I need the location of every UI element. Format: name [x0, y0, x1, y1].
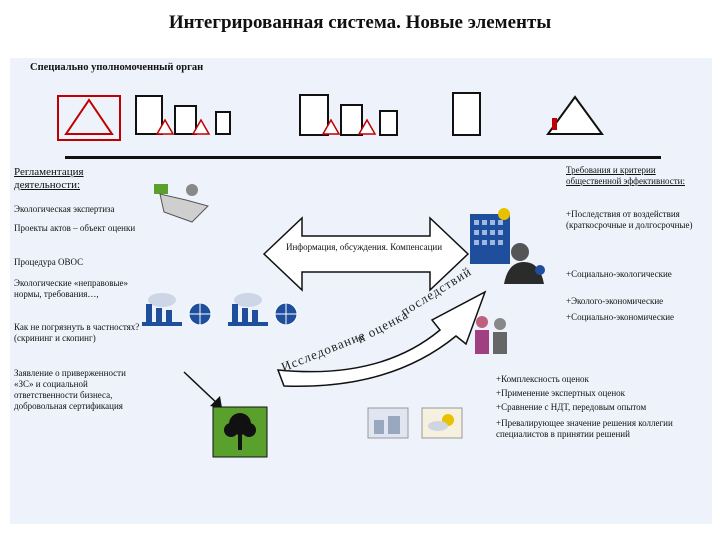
left-item: Заявление о приверженности «ЗС» и социал… [14, 368, 126, 411]
people-icon [475, 316, 507, 354]
right-item: +Социально-экономические [566, 312, 675, 322]
right-item: +Эколого-экономические [566, 296, 664, 306]
figure-icon [552, 118, 557, 130]
doc-box [174, 105, 197, 135]
red-triangle-icon [191, 118, 211, 135]
left-item: Как не погрязнуть в частностях? (скринин… [14, 322, 140, 343]
businessman-icon [504, 243, 545, 284]
red-triangle-icon [357, 118, 377, 135]
left-item: Экологические «неправовые» нормы, требов… [14, 278, 129, 299]
bottom-item: +Превалирующее значение решения коллегии… [496, 418, 673, 439]
doc-box [379, 110, 398, 136]
left-item: Проекты актов – объект оценки [14, 223, 136, 233]
requirements-title: Требования и критерии общественной эффек… [566, 165, 685, 186]
red-triangle-icon [155, 118, 175, 135]
right-item: +Социально-экологические [566, 269, 672, 279]
bottom-item: +Сравнение с НДТ, передовым опытом [496, 402, 647, 412]
doc-box [452, 92, 481, 136]
factory-icon [142, 293, 212, 326]
framed-triangle [64, 98, 114, 135]
framed-triangle-box [57, 95, 121, 141]
pointer-arrow [183, 371, 222, 408]
black-triangle [546, 95, 604, 135]
doc-box [215, 111, 231, 135]
divider-line [65, 156, 661, 159]
authority-symbols [57, 92, 604, 141]
left-item: Экологическая экспертиза [14, 204, 115, 214]
regulation-title: Регламентация деятельности: [14, 166, 84, 191]
right-item: +Последствия от воздействия (краткосрочн… [566, 209, 693, 230]
factory-icon [228, 293, 298, 326]
red-triangle-icon [321, 118, 341, 135]
subtitle: Специально уполномоченный орган [30, 62, 204, 73]
doc-box [299, 94, 329, 136]
bottom-item: +Применение экспертных оценок [496, 388, 626, 398]
office-building-icon [470, 208, 510, 264]
doc-box [135, 95, 163, 135]
info-label: Информация, обсуждения. Компенсации [285, 242, 443, 252]
doc-box [340, 104, 363, 136]
curved-arrow [276, 290, 487, 388]
handshake-icon [154, 184, 209, 223]
bottom-item: +Комплексность оценок [496, 374, 589, 384]
left-item: Процедура ОВОС [14, 257, 84, 267]
double-arrow [262, 216, 470, 292]
tree-icon [212, 406, 268, 458]
slide-title: Интегрированная система. Новые элементы [168, 12, 552, 33]
landscape-thumbnail [367, 407, 409, 439]
weather-thumbnail [421, 407, 463, 439]
